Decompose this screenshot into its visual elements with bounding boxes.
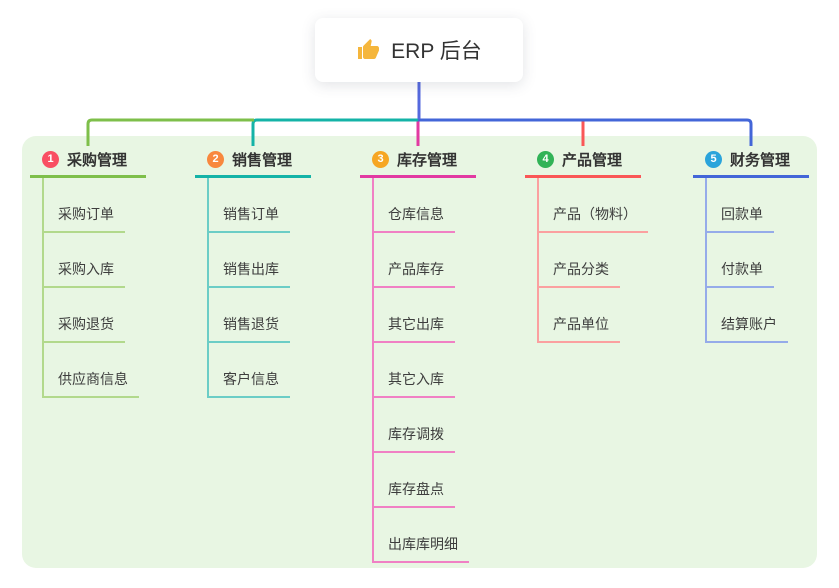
branch-number-badge: 2 [207, 151, 224, 168]
child-node[interactable]: 其它出库 [374, 288, 476, 343]
root-title: ERP 后台 [391, 40, 482, 63]
child-label: 出库库明细 [374, 534, 469, 563]
child-label: 回款单 [707, 204, 774, 233]
child-node[interactable]: 付款单 [707, 233, 809, 288]
child-node[interactable]: 库存调拨 [374, 398, 476, 453]
branch-number-badge: 5 [705, 151, 722, 168]
child-label: 采购入库 [44, 259, 125, 288]
root-node[interactable]: ERP 后台 [315, 18, 523, 82]
branch-number-badge: 1 [42, 151, 59, 168]
child-node[interactable]: 出库库明细 [374, 508, 476, 563]
branch-children: 销售订单销售出库销售退货客户信息 [207, 178, 311, 398]
branch-header[interactable]: 3 库存管理 [360, 147, 476, 178]
branch-children: 回款单付款单结算账户 [705, 178, 809, 343]
child-node[interactable]: 产品库存 [374, 233, 476, 288]
child-node[interactable]: 供应商信息 [44, 343, 146, 398]
branch-node: 3 库存管理仓库信息产品库存其它出库其它入库库存调拨库存盘点出库库明细 [360, 147, 476, 563]
branch-label: 财务管理 [730, 152, 791, 169]
branch-children: 仓库信息产品库存其它出库其它入库库存调拨库存盘点出库库明细 [372, 178, 476, 563]
branch-header[interactable]: 1 采购管理 [30, 147, 146, 178]
branch-header[interactable]: 5 财务管理 [693, 147, 809, 178]
child-node[interactable]: 采购订单 [44, 178, 146, 233]
child-label: 付款单 [707, 259, 774, 288]
branch-header[interactable]: 4 产品管理 [525, 147, 641, 178]
branch-label: 产品管理 [562, 152, 623, 169]
child-label: 其它出库 [374, 314, 455, 343]
branch-children: 产品（物料） 产品分类产品单位 [537, 178, 648, 343]
branch-node: 2 销售管理销售订单销售出库销售退货客户信息 [195, 147, 311, 398]
child-node[interactable]: 销售退货 [209, 288, 311, 343]
branch-node: 4 产品管理产品（物料） 产品分类产品单位 [525, 147, 648, 343]
child-node[interactable]: 产品（物料） [539, 178, 648, 233]
child-node[interactable]: 结算账户 [707, 288, 809, 343]
branch-number-badge: 3 [372, 151, 389, 168]
child-node[interactable]: 采购入库 [44, 233, 146, 288]
child-node[interactable]: 销售出库 [209, 233, 311, 288]
child-label: 采购退货 [44, 314, 125, 343]
child-label: 供应商信息 [44, 369, 139, 398]
branch-node: 5 财务管理回款单付款单结算账户 [693, 147, 809, 343]
child-label: 库存盘点 [374, 479, 455, 508]
child-node[interactable]: 产品单位 [539, 288, 641, 343]
branch-header[interactable]: 2 销售管理 [195, 147, 311, 178]
child-label: 产品分类 [539, 259, 620, 288]
child-node[interactable]: 其它入库 [374, 343, 476, 398]
child-node[interactable]: 客户信息 [209, 343, 311, 398]
branches-panel [22, 136, 817, 568]
child-label: 产品库存 [374, 259, 455, 288]
child-label: 其它入库 [374, 369, 455, 398]
child-node[interactable]: 采购退货 [44, 288, 146, 343]
child-label: 销售出库 [209, 259, 290, 288]
child-node[interactable]: 库存盘点 [374, 453, 476, 508]
child-label: 客户信息 [209, 369, 290, 398]
child-label: 采购订单 [44, 204, 125, 233]
branch-label: 库存管理 [397, 152, 458, 169]
branch-label: 销售管理 [232, 152, 293, 169]
branch-node: 1 采购管理采购订单采购入库采购退货供应商信息 [30, 147, 146, 398]
child-label: 结算账户 [707, 314, 788, 343]
thumbs-up-icon [356, 38, 380, 62]
child-label: 库存调拨 [374, 424, 455, 453]
branch-label: 采购管理 [67, 152, 128, 169]
child-label: 仓库信息 [374, 204, 455, 233]
child-node[interactable]: 销售订单 [209, 178, 311, 233]
child-label: 销售退货 [209, 314, 290, 343]
child-label: 产品（物料） [539, 204, 648, 233]
branch-number-badge: 4 [537, 151, 554, 168]
child-label: 产品单位 [539, 314, 620, 343]
branch-children: 采购订单采购入库采购退货供应商信息 [42, 178, 146, 398]
child-node[interactable]: 回款单 [707, 178, 809, 233]
child-label: 销售订单 [209, 204, 290, 233]
child-node[interactable]: 仓库信息 [374, 178, 476, 233]
child-node[interactable]: 产品分类 [539, 233, 641, 288]
